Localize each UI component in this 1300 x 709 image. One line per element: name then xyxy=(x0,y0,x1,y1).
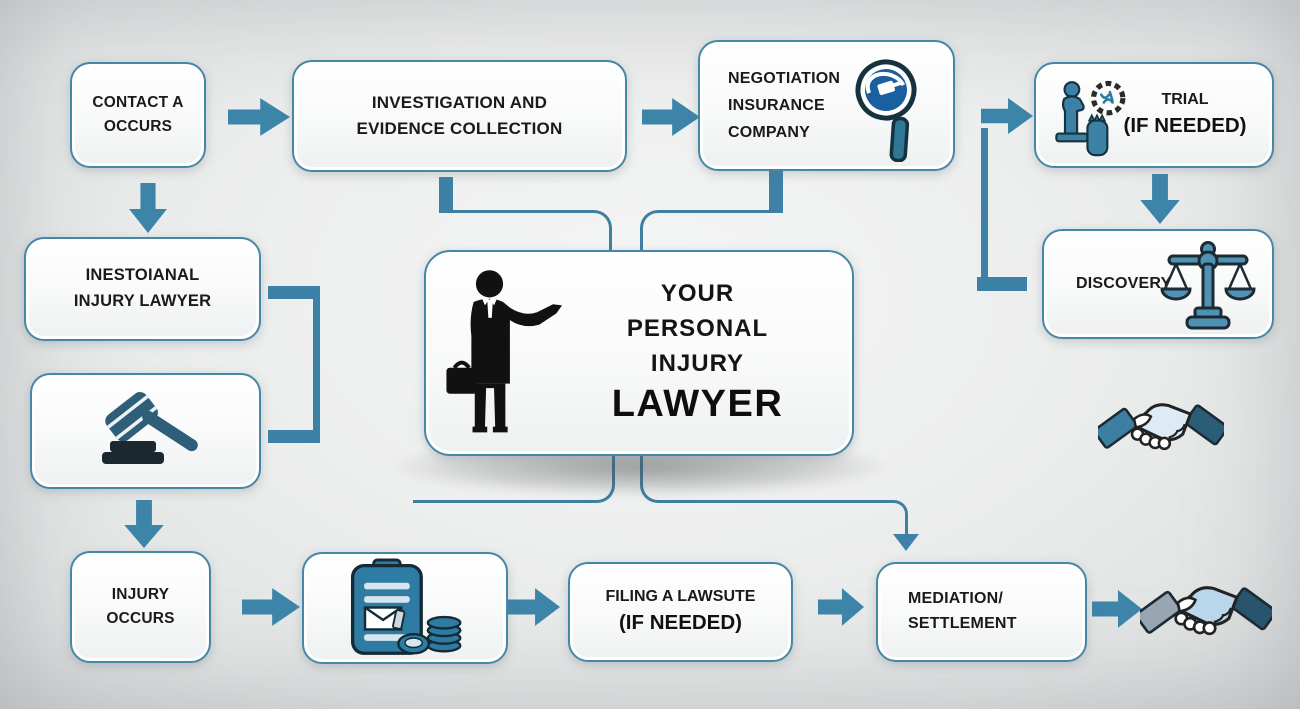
node-injury-label: INJURY OCCURS xyxy=(106,585,175,627)
scales-of-justice-icon xyxy=(1158,235,1258,337)
arrow-contact-to-investigation xyxy=(228,98,290,136)
node-negotiation-insurance: NEGOTIATION INSURANCE COMPANY xyxy=(698,40,955,171)
arrowhead-into-mediation xyxy=(893,534,919,551)
center-label-line4: LAWYER xyxy=(611,383,784,426)
connector-stub-investigation xyxy=(439,177,453,213)
node-investigation-evidence: INVESTIGATION AND EVIDENCE COLLECTION xyxy=(292,60,627,172)
arrow-investigation-to-negotiation xyxy=(642,98,700,136)
center-label-line3: INJURY xyxy=(650,349,745,377)
bracket-referral-top xyxy=(268,286,320,299)
arrow-trial-to-discovery xyxy=(1140,174,1180,224)
node-injury-lawyer-referral: INESTOIANAL INJURY LAWYER xyxy=(24,237,261,341)
center-label-line1: YOUR xyxy=(660,280,735,308)
bracket-referral-bottom xyxy=(268,430,320,443)
handshake-icon xyxy=(1098,383,1224,471)
node-filing-lawsuit: FILING A LAWSUTE (IF NEEDED) xyxy=(568,562,793,662)
node-discovery: DISCOVERY xyxy=(1042,229,1274,339)
connector-discovery-riser xyxy=(981,128,988,283)
node-investigation-label: INVESTIGATION AND EVIDENCE COLLECTION xyxy=(356,92,563,138)
node-contact-a-occurs: CONTACT A OCCURS xyxy=(70,62,206,168)
center-label-line2: PERSONAL xyxy=(626,314,769,342)
connector-negotiation-to-center xyxy=(640,210,776,252)
handshake-icon xyxy=(1140,565,1272,657)
node-mediation-label: MEDIATION/ SETTLEMENT xyxy=(908,590,1017,632)
arrow-mediation-to-handshake xyxy=(1092,590,1142,628)
connector-stub-negotiation xyxy=(769,171,783,213)
node-trial-label-line1: TRIAL xyxy=(1161,91,1209,109)
node-injury-occurs: INJURY OCCURS xyxy=(70,551,211,663)
node-filing-label-line2: (IF NEEDED) xyxy=(618,610,742,634)
arrow-contact-to-referral xyxy=(129,183,167,233)
connector-discovery-footer xyxy=(977,277,1027,291)
node-mediation-settlement: MEDIATION/ SETTLEMENT xyxy=(876,562,1087,662)
node-evidence-costs xyxy=(302,552,508,664)
clipboard-coins-icon xyxy=(323,558,488,658)
businessman-silhouette-icon xyxy=(444,268,569,438)
connector-center-to-mediation-2 xyxy=(885,500,908,536)
connector-investigation-to-center xyxy=(446,210,612,252)
arrow-evidence-to-filing xyxy=(508,588,560,626)
node-referral-label: INESTOIANAL INJURY LAWYER xyxy=(73,266,212,310)
node-filing-label-line1: FILING A LAWSUTE xyxy=(605,588,756,606)
arrow-gavel-to-injury xyxy=(124,500,164,548)
node-your-personal-injury-lawyer: YOUR PERSONAL INJURY LAWYER xyxy=(424,250,854,456)
arrow-filing-to-mediation xyxy=(818,588,864,626)
bracket-referral-vertical xyxy=(313,286,320,443)
node-trial: TRIAL (IF NEEDED) xyxy=(1034,62,1274,168)
speaker-gear-icon xyxy=(1046,68,1141,168)
node-contact-label: CONTACT A OCCURS xyxy=(92,93,184,135)
node-discovery-label: DISCOVERY xyxy=(1076,274,1172,292)
arrow-injury-to-evidence xyxy=(242,588,300,626)
arrow-into-trial xyxy=(981,98,1033,134)
magnifier-gavel-icon xyxy=(841,50,941,162)
gavel-icon xyxy=(66,381,226,481)
node-gavel xyxy=(30,373,261,489)
node-trial-label-line2: (IF NEEDED) xyxy=(1123,113,1247,137)
node-negotiation-label: NEGOTIATION INSURANCE COMPANY xyxy=(728,69,841,142)
